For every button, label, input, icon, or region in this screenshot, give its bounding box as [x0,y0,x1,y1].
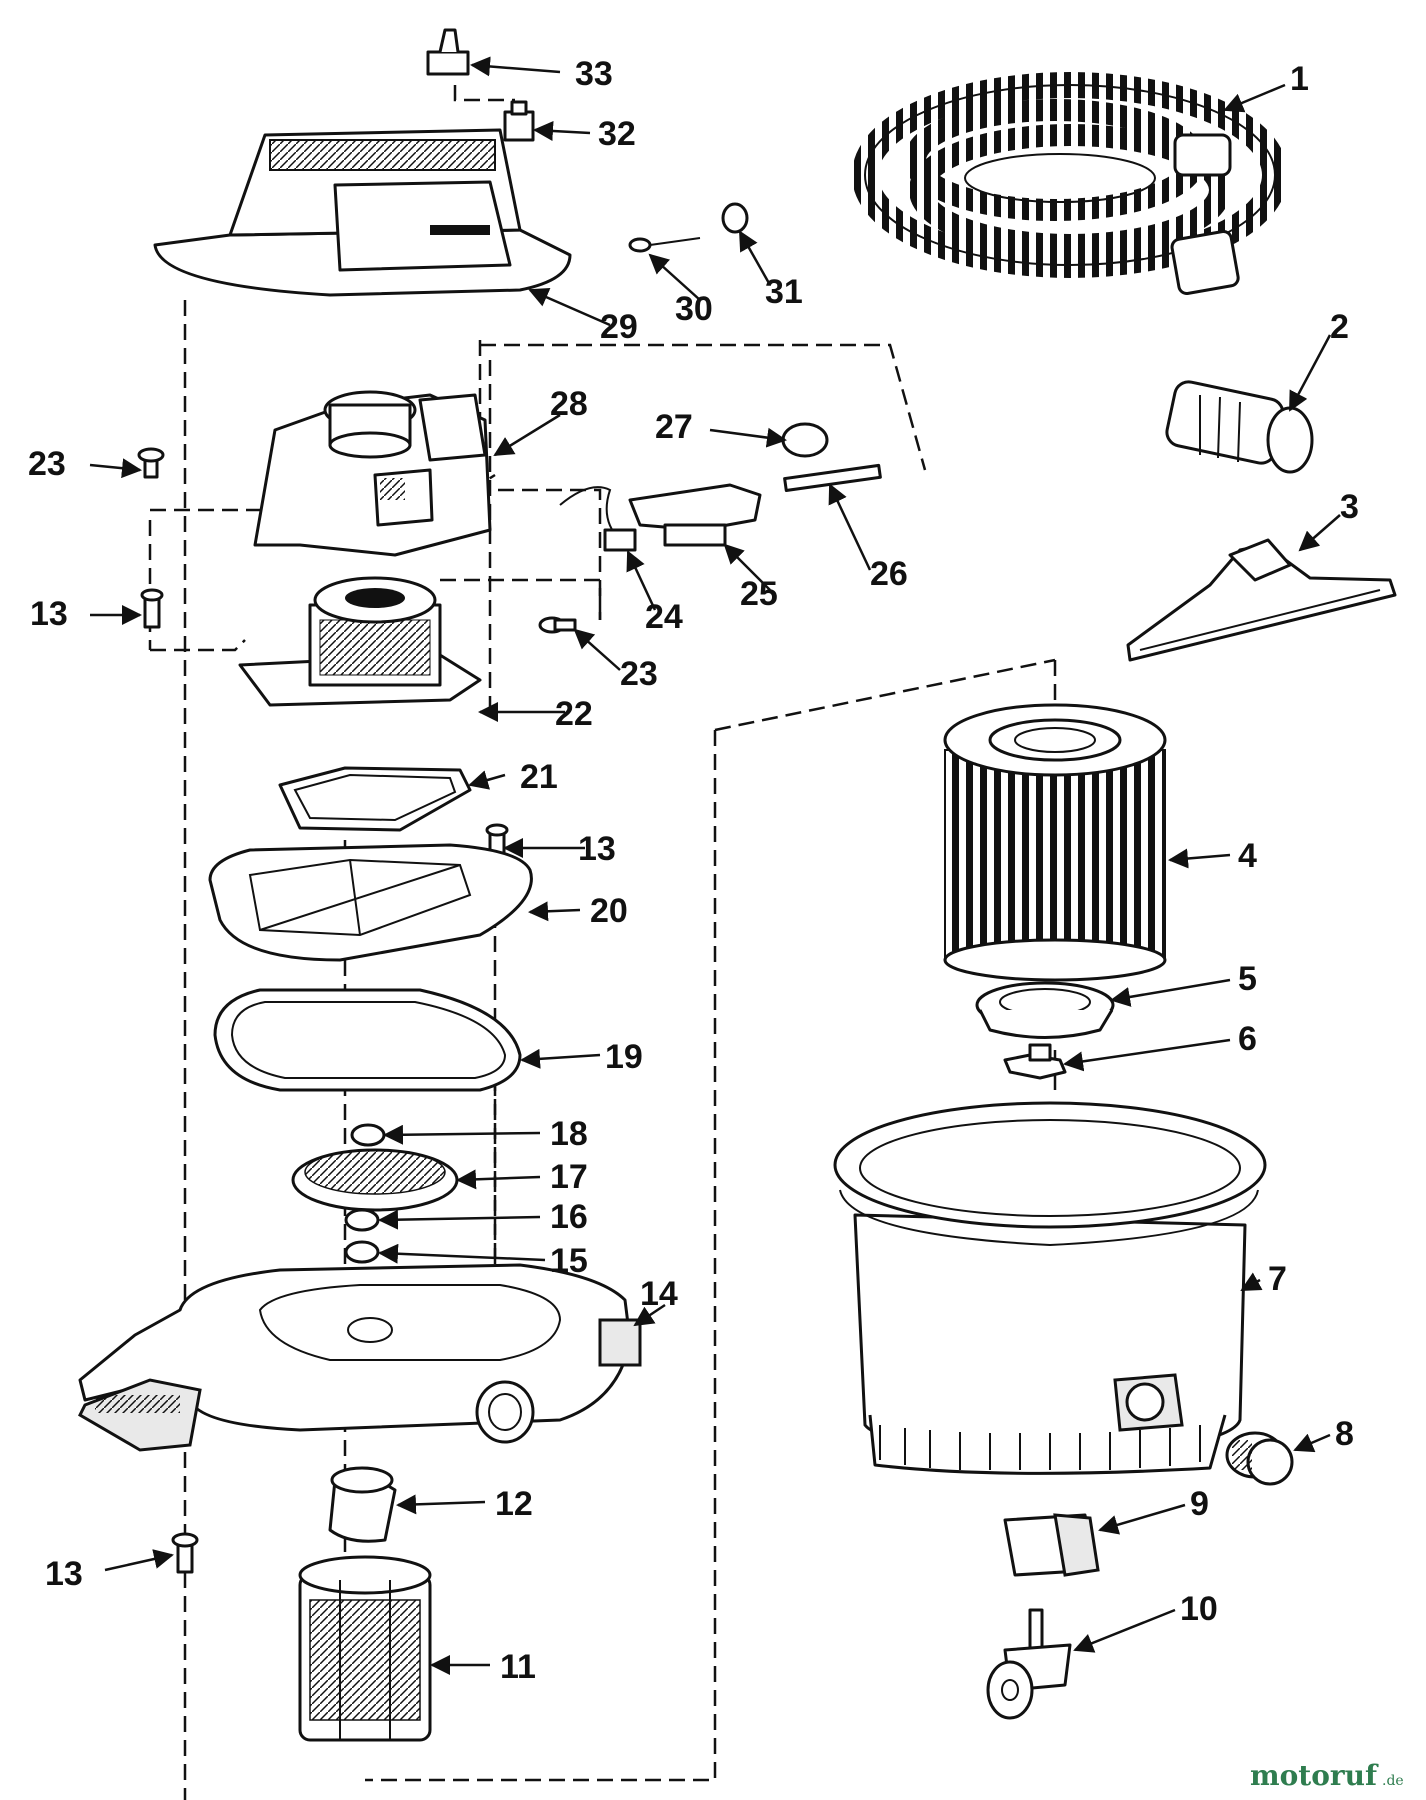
part-6-lock-nut [1003,1043,1067,1080]
callout-8: 8 [1335,1415,1354,1453]
callout-13-top: 13 [30,595,68,633]
callout-labels: 1 2 3 4 5 6 7 8 9 10 11 12 13 13 13 14 1… [28,55,1359,1686]
leader-lines [89,56,1341,1675]
part-32-switch-clip [503,100,535,142]
callout-26: 26 [870,555,908,593]
part-23-screw-a [137,447,165,479]
part-26-rod [783,463,882,492]
callout-21: 21 [520,758,558,796]
callout-23-right: 23 [620,655,658,693]
part-14-lid-base [78,1263,642,1452]
callout-31: 31 [765,273,803,311]
callout-1: 1 [1290,60,1309,98]
part-21-gasket [278,766,472,832]
callout-14: 14 [640,1275,678,1313]
callout-30: 30 [675,290,713,328]
part-3-floor-nozzle [1126,538,1397,662]
part-24-wire-lead [559,486,637,552]
callout-18: 18 [550,1115,588,1153]
callout-27: 27 [655,408,693,446]
part-30-screw [628,237,701,253]
part-13-screw-a [140,588,164,629]
callout-19: 19 [605,1038,643,1076]
part-13-screw-c [171,1532,199,1574]
part-10-caster [986,1608,1072,1720]
callout-17: 17 [550,1158,588,1196]
callout-7: 7 [1268,1260,1287,1298]
callout-12: 12 [495,1485,533,1523]
callout-15: 15 [550,1242,588,1280]
callout-6: 6 [1238,1020,1257,1058]
callout-32: 32 [598,115,636,153]
callout-23-left: 23 [28,445,66,483]
part-1-hose [852,72,1288,296]
part-31-knob [721,202,749,234]
part-23-screw-b [538,616,577,634]
callout-25: 25 [740,575,778,613]
part-16-washer [344,1208,380,1232]
watermark-name: motoruf [1250,1759,1379,1792]
callout-5: 5 [1238,960,1257,998]
part-5-filter-retainer [975,981,1115,1039]
callout-20: 20 [590,892,628,930]
part-18-nut [350,1123,386,1147]
callout-4: 4 [1238,837,1257,875]
part-20-filter-plate [208,843,533,962]
part-33-switch [426,28,470,76]
part-22-motor [238,576,482,707]
callout-2: 2 [1330,308,1349,346]
part-25-switch-assembly [628,483,762,547]
part-19-ring-gasket [213,988,522,1092]
part-27-knob [781,422,829,458]
callout-29: 29 [600,308,638,346]
callout-13-mid: 13 [578,830,616,868]
part-8-drain-plug [1225,1431,1294,1486]
callout-3: 3 [1340,488,1359,526]
part-2-adapter [1165,380,1314,474]
callout-16: 16 [550,1198,588,1236]
callout-10: 10 [1180,1590,1218,1628]
part-7-tank [833,1101,1267,1475]
part-11-float-cage [298,1555,432,1742]
callout-24: 24 [645,598,683,636]
watermark-logo: motoruf .de [1250,1759,1404,1792]
part-12-float-cup [328,1466,397,1543]
callout-28: 28 [550,385,588,423]
callout-9: 9 [1190,1485,1209,1523]
callout-22: 22 [555,695,593,733]
callout-33: 33 [575,55,613,93]
part-4-cartridge-filter [943,703,1167,982]
part-9-caster-mount [1003,1513,1100,1577]
part-29-motor-cover [153,128,572,297]
callout-13-bottom: 13 [45,1555,83,1593]
part-28-motor-housing [253,390,492,557]
part-15-nut [344,1240,380,1264]
callout-11: 11 [500,1648,536,1686]
watermark-tld: .de [1382,1773,1404,1789]
part-17-float-disk [291,1148,459,1212]
